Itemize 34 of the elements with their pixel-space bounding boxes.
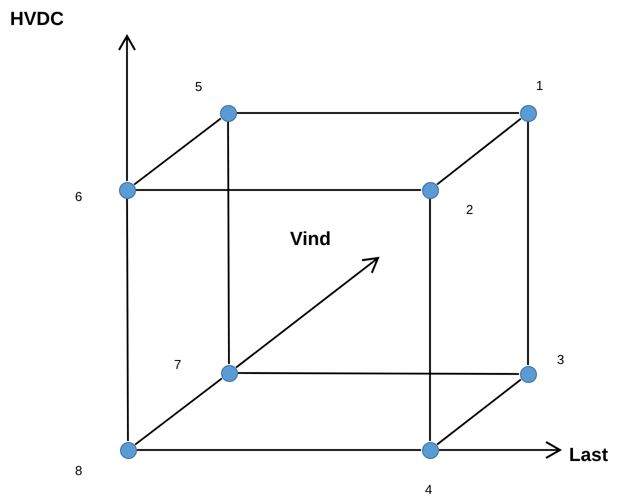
arrow bbox=[118, 35, 136, 181]
vertex-number: 2 bbox=[466, 203, 474, 216]
line bbox=[436, 118, 522, 186]
line bbox=[237, 112, 519, 114]
axis-label: Last bbox=[569, 446, 608, 465]
circle-node bbox=[520, 104, 536, 122]
arrow bbox=[236, 257, 379, 368]
circle-node bbox=[118, 182, 136, 198]
circle-node bbox=[120, 442, 136, 458]
circle-node bbox=[422, 182, 438, 198]
circle-node bbox=[520, 366, 536, 382]
vertex-number: 4 bbox=[425, 483, 432, 496]
line bbox=[238, 372, 519, 375]
circle-node bbox=[422, 442, 438, 458]
circle-node bbox=[220, 364, 238, 382]
circle-node bbox=[220, 104, 236, 122]
arrow bbox=[439, 441, 561, 459]
line bbox=[134, 378, 222, 446]
vertex-number: 3 bbox=[557, 353, 564, 366]
line bbox=[134, 118, 222, 186]
line bbox=[227, 122, 230, 364]
vertex-number: 7 bbox=[174, 358, 182, 371]
line bbox=[436, 378, 522, 446]
vertex-number: 5 bbox=[195, 80, 202, 93]
axis-label: Vind bbox=[290, 230, 331, 249]
vertex-number: 8 bbox=[75, 464, 82, 477]
axis-label: HVDC bbox=[10, 10, 64, 29]
line bbox=[429, 199, 431, 441]
line bbox=[126, 199, 129, 441]
line bbox=[527, 122, 529, 365]
line bbox=[136, 189, 421, 191]
vertex-number: 1 bbox=[536, 79, 544, 92]
vertex-number: 6 bbox=[75, 190, 82, 203]
line bbox=[137, 449, 421, 451]
